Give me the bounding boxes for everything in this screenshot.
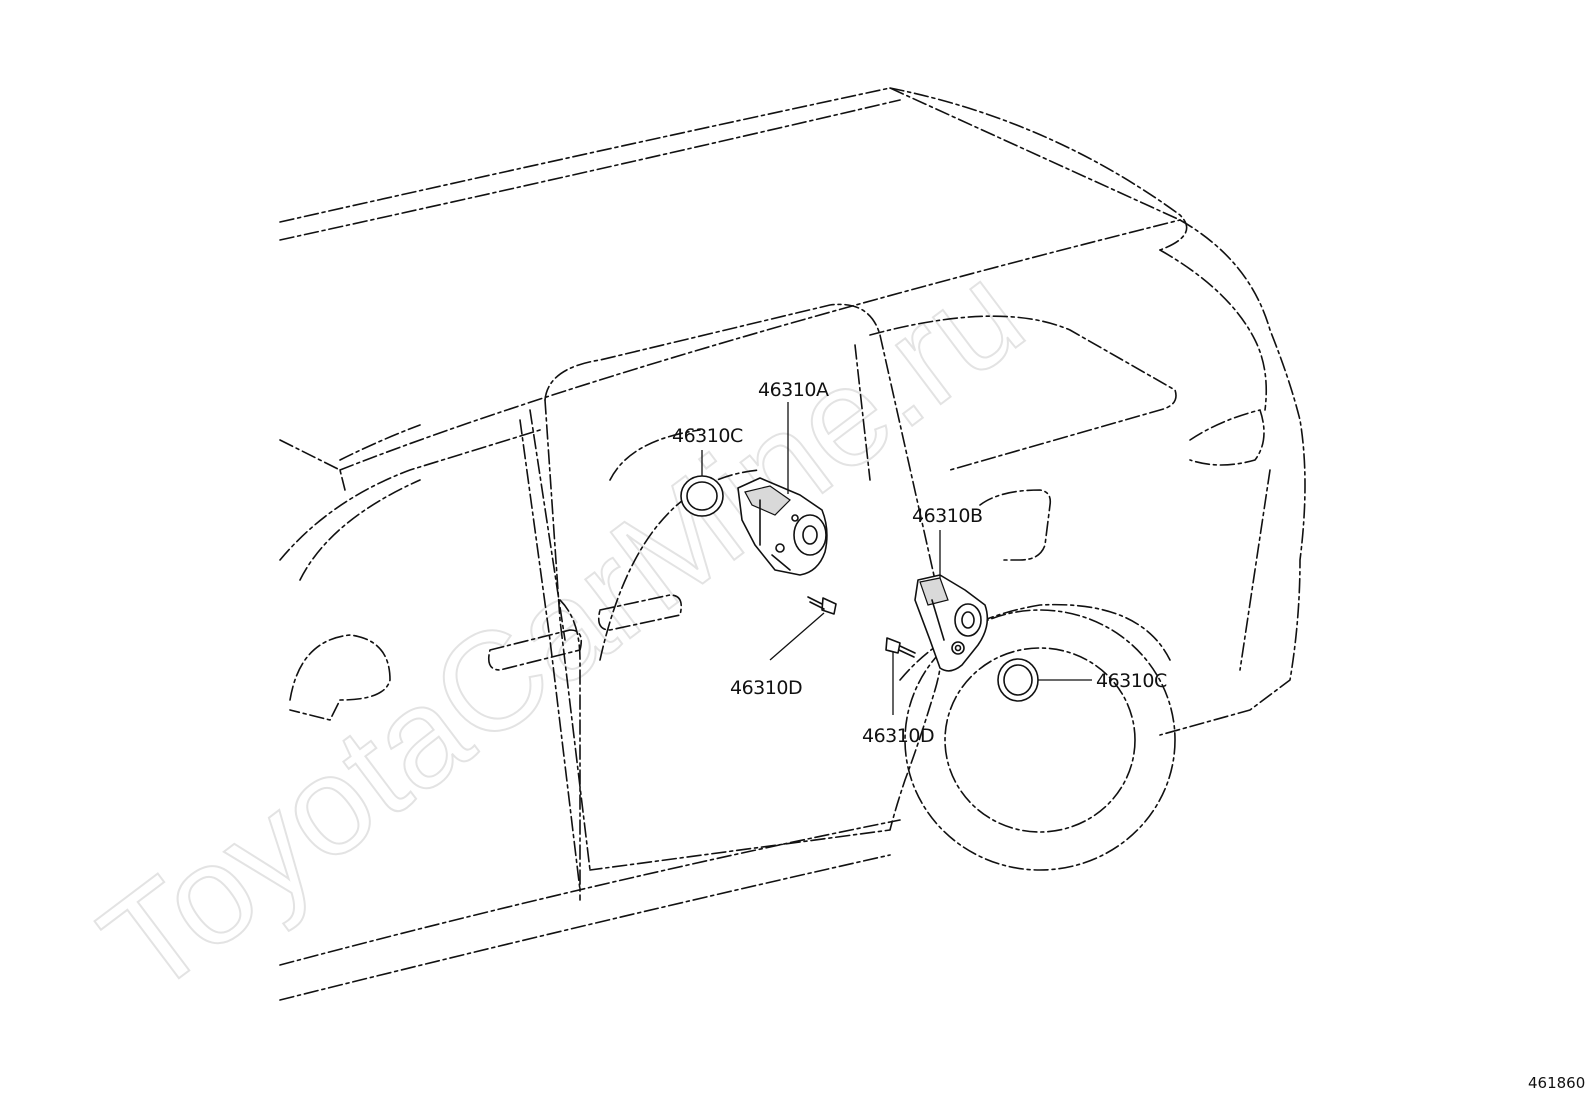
actuator-assembly-a	[737, 477, 828, 576]
callout-46310a: 46310A	[758, 379, 829, 401]
seal-ring-rear	[997, 658, 1039, 702]
leader-lines	[701, 402, 1092, 715]
callout-46310d-front: 46310D	[730, 677, 802, 699]
callout-46310b: 46310B	[912, 505, 982, 527]
callout-46310c-front: 46310C	[672, 425, 743, 447]
callout-46310c-rear: 46310C	[1096, 670, 1167, 692]
bolt-front	[807, 596, 837, 615]
actuator-assembly-b	[914, 574, 989, 672]
figure-number: 461860	[1528, 1074, 1585, 1092]
bolt-rear	[885, 637, 916, 658]
seal-ring-front	[680, 475, 724, 517]
callout-46310d-rear: 46310D	[862, 725, 934, 747]
watermark-text: ToyotaCarMine.ru	[74, 234, 1051, 1024]
